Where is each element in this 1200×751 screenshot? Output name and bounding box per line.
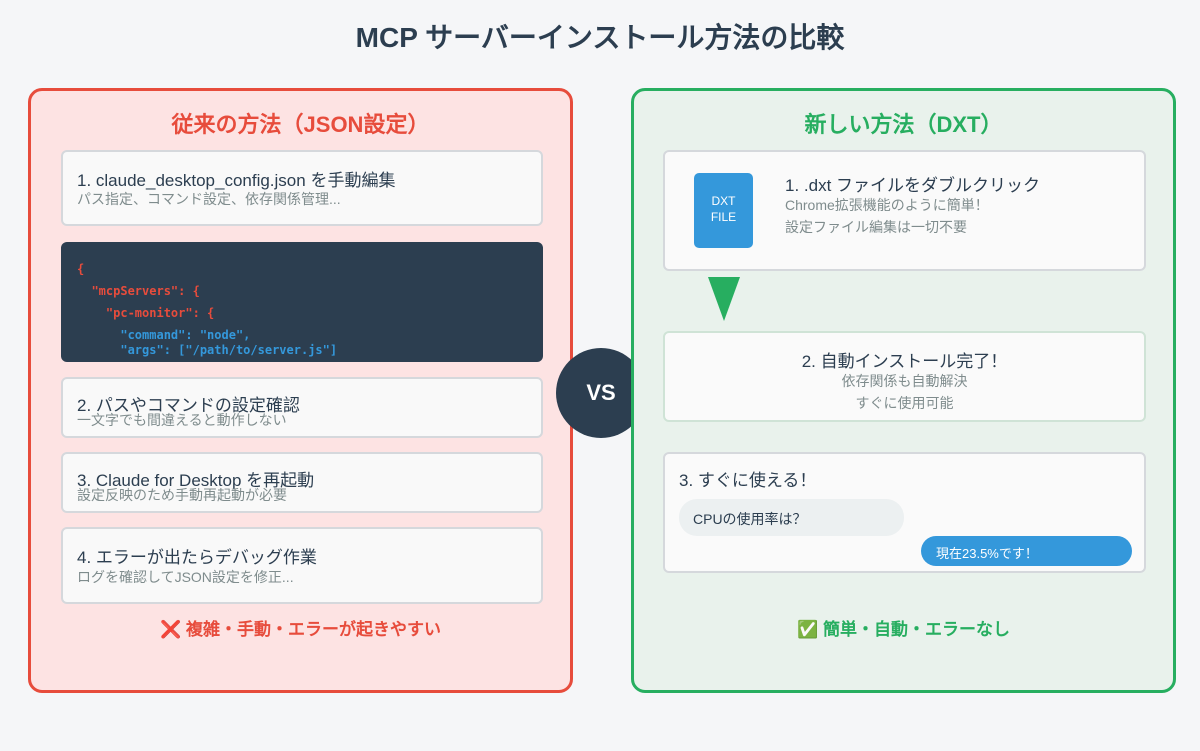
step-title: 2. 自動インストール完了！ bbox=[801, 352, 1008, 371]
code-line: "command": "node", bbox=[77, 328, 251, 342]
step-desc: ログを確認してJSON設定を修正... bbox=[77, 569, 294, 585]
step-desc: パス指定、コマンド設定、依存関係管理... bbox=[77, 191, 341, 207]
summary-text: 簡単・自動・エラーなし bbox=[822, 620, 1010, 639]
panel-title: 新しい方法（DXT） bbox=[804, 112, 1003, 137]
step-title: 2. パスやコマンドの設定確認 bbox=[77, 396, 300, 415]
step-desc: 依存関係も自動解決 bbox=[841, 373, 968, 389]
traditional-method-panel: 従来の方法（JSON設定） 1. claude_desktop_config.j… bbox=[28, 88, 573, 693]
step-title: 3. すぐに使える！ bbox=[679, 471, 817, 490]
step-desc: すぐに使用可能 bbox=[855, 395, 954, 411]
user-chat-bubble: CPUの使用率は？ bbox=[679, 499, 904, 536]
step-desc: 一文字でも間違えると動作しない bbox=[77, 412, 287, 428]
file-icon-label: DXT bbox=[711, 194, 736, 208]
cross-icon: ❌ bbox=[160, 620, 182, 639]
code-line: { bbox=[77, 262, 85, 276]
json-code-block: { "mcpServers": { "pc-monitor": { "comma… bbox=[61, 242, 543, 362]
code-line: "mcpServers": { bbox=[77, 284, 200, 298]
dxt-file-icon: DXT FILE bbox=[694, 173, 753, 248]
new-method-panel: 新しい方法（DXT） DXT FILE 1. .dxt ファイルをダブルクリック… bbox=[631, 88, 1176, 693]
step-card: 3. Claude for Desktop を再起動 設定反映のため手動再起動が… bbox=[61, 452, 543, 513]
code-line: "args": ["/path/to/server.js"] bbox=[77, 343, 338, 357]
traditional-summary: ❌ 複雑・手動・エラーが起きやすい bbox=[31, 615, 570, 640]
step-desc: Chrome拡張機能のように簡単！ bbox=[785, 197, 989, 213]
summary-text: 複雑・手動・エラーが起きやすい bbox=[185, 620, 441, 639]
file-icon-label: FILE bbox=[710, 210, 737, 224]
code-line: "pc-monitor": { bbox=[77, 306, 215, 320]
step-card: 1. claude_desktop_config.json を手動編集 パス指定… bbox=[61, 150, 543, 226]
step-title: 4. エラーが出たらデバッグ作業 bbox=[77, 548, 317, 567]
step-desc: 設定反映のため手動再起動が必要 bbox=[77, 487, 287, 503]
step-title: 1. claude_desktop_config.json を手動編集 bbox=[77, 171, 396, 190]
down-arrow-icon bbox=[708, 277, 740, 321]
new-method-summary: ✅ 簡単・自動・エラーなし bbox=[634, 615, 1173, 640]
step-card: 4. エラーが出たらデバッグ作業 ログを確認してJSON設定を修正... bbox=[61, 527, 543, 604]
step-title: 3. Claude for Desktop を再起動 bbox=[77, 471, 315, 490]
page-title: MCP サーバーインストール方法の比較 bbox=[355, 22, 845, 53]
assistant-chat-bubble: 現在23.5%です！ bbox=[921, 536, 1132, 566]
panel-title: 従来の方法（JSON設定） bbox=[171, 112, 430, 137]
step-title: 1. .dxt ファイルをダブルクリック bbox=[785, 176, 1041, 195]
check-icon: ✅ bbox=[797, 620, 819, 639]
step-card: 2. 自動インストール完了！ 依存関係も自動解決 すぐに使用可能 bbox=[663, 331, 1146, 422]
step-card: DXT FILE 1. .dxt ファイルをダブルクリック Chrome拡張機能… bbox=[663, 150, 1146, 271]
step-desc: 設定ファイル編集は一切不要 bbox=[785, 219, 967, 235]
step-card: 2. パスやコマンドの設定確認 一文字でも間違えると動作しない bbox=[61, 377, 543, 438]
step-card: 3. すぐに使える！ CPUの使用率は？ 現在23.5%です！ bbox=[663, 452, 1146, 573]
